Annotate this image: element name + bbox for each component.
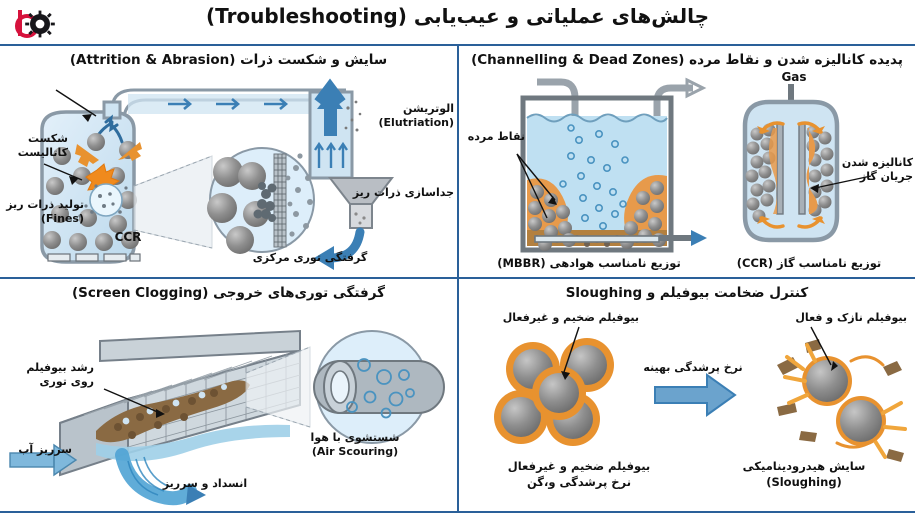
label-biofilm-on-screen-line1: رشد بیوفیلم xyxy=(26,361,94,374)
label-catalyst-breakage-line2: کاتالیست xyxy=(17,145,68,159)
caption-mbbr-aeration: توزیع نامناسب هوادهی (MBBR) xyxy=(497,256,681,270)
screen-clogging-diagram xyxy=(0,303,457,511)
caption-ccr-gas-distribution: توزیع نامناسب گاز (CCR) xyxy=(736,256,882,270)
label-gas-inlet: Gas xyxy=(781,70,807,84)
label-optimal-filling-rate: نرخ پرشدگی بهینه xyxy=(643,361,743,374)
panel-attrition-abrasion: سایش و شکست ذرات (Attrition & Abrasion) xyxy=(0,46,457,277)
caption-thick-biofilm: بیوفیلم ضخیم و غیرفعال نرخ پرشدگی و،گن xyxy=(469,459,689,490)
label-fines-generation: تولید ذرات ریز (Fines) xyxy=(2,198,84,226)
panel-biofilm-sloughing: کنترل ضخامت بیوفیلم و Sloughing xyxy=(459,279,915,511)
caption-thick-biofilm-line1: بیوفیلم ضخیم و غیرفعال xyxy=(507,459,651,473)
label-water-overflow: سرریز آب xyxy=(18,443,72,456)
panel-title-attrition: سایش و شکست ذرات (Attrition & Abrasion) xyxy=(69,52,388,68)
label-fines-separation: جداسازی ذرات ریز xyxy=(352,186,454,199)
label-catalyst-breakage: شکست کاتالیست xyxy=(6,132,68,160)
label-thick-inactive-biofilm: بیوفیلم ضخیم و غیرفعال xyxy=(502,311,639,324)
panel-title-channelling: پدیده کانالیزه شدن و نقاط مرده (Channell… xyxy=(471,52,903,68)
divider-bottom xyxy=(0,511,915,513)
channelling-diagram xyxy=(459,68,915,276)
label-clogging-and-overflow: انسداد و سرریز xyxy=(162,477,248,490)
label-air-scouring: شستشوی با هوا (Air Scouring) xyxy=(300,431,410,459)
label-elutriation: الوتریشن (Elutriation) xyxy=(378,102,454,130)
panel-channelling-dead-zones: پدیده کانالیزه شدن و نقاط مرده (Channell… xyxy=(459,46,915,277)
label-elutriation-line2: (Elutriation) xyxy=(378,115,454,129)
page-header: چالش‌های عملیاتی و عیب‌یابی (Troubleshoo… xyxy=(0,0,915,44)
label-air-scouring-line2: (Air Scouring) xyxy=(311,444,399,458)
label-gas-channelling-line2: جریان گاز xyxy=(859,169,913,183)
label-elutriation-line1: الوتریشن xyxy=(403,102,454,115)
panel-screen-clogging: گرفتگی توری‌های خروجی (Screen Clogging) xyxy=(0,279,457,511)
panel-title-screen-clogging: گرفتگی توری‌های خروجی (Screen Clogging) xyxy=(72,285,385,301)
label-ccr-vessel: CCR xyxy=(114,230,142,244)
label-catalyst-breakage-line1: شکست xyxy=(27,132,68,145)
label-gas-channelling-line1: کانالیزه شدن xyxy=(841,156,913,169)
caption-thick-biofilm-line2: نرخ پرشدگی و،گن xyxy=(526,474,632,489)
label-fines-line2: (Fines) xyxy=(40,211,84,225)
panel-title-biofilm-sloughing: کنترل ضخامت بیوفیلم و Sloughing xyxy=(565,285,809,301)
label-biofilm-on-screen: رشد بیوفیلم روی توری xyxy=(4,361,94,389)
brand-logo-icon xyxy=(10,6,62,40)
caption-sloughing-line1: سایش هیدرودینامیکی xyxy=(742,459,866,473)
label-gas-channelling: کانالیزه شدن جریان گاز xyxy=(825,156,913,184)
label-thin-active-biofilm: بیوفیلم نازک و فعال xyxy=(795,311,907,324)
page-title: چالش‌های عملیاتی و عیب‌یابی (Troubleshoo… xyxy=(205,4,709,28)
caption-sloughing-line2: (Sloughing) xyxy=(766,474,842,489)
attrition-diagram xyxy=(0,68,457,276)
label-central-screen-clogging: گرفتگی توری مرکزی xyxy=(252,251,368,264)
biofilm-sloughing-diagram xyxy=(459,309,915,489)
label-air-scouring-line1: شستشوی با هوا xyxy=(310,431,400,444)
caption-hydrodynamic-sloughing: سایش هیدرودینامیکی (Sloughing) xyxy=(699,459,909,490)
label-fines-line1: تولید ذرات ریز xyxy=(6,198,84,211)
label-biofilm-on-screen-line2: روی توری xyxy=(39,374,94,388)
label-dead-zones: نقاط مرده xyxy=(467,130,525,143)
divider-vertical xyxy=(457,44,459,511)
